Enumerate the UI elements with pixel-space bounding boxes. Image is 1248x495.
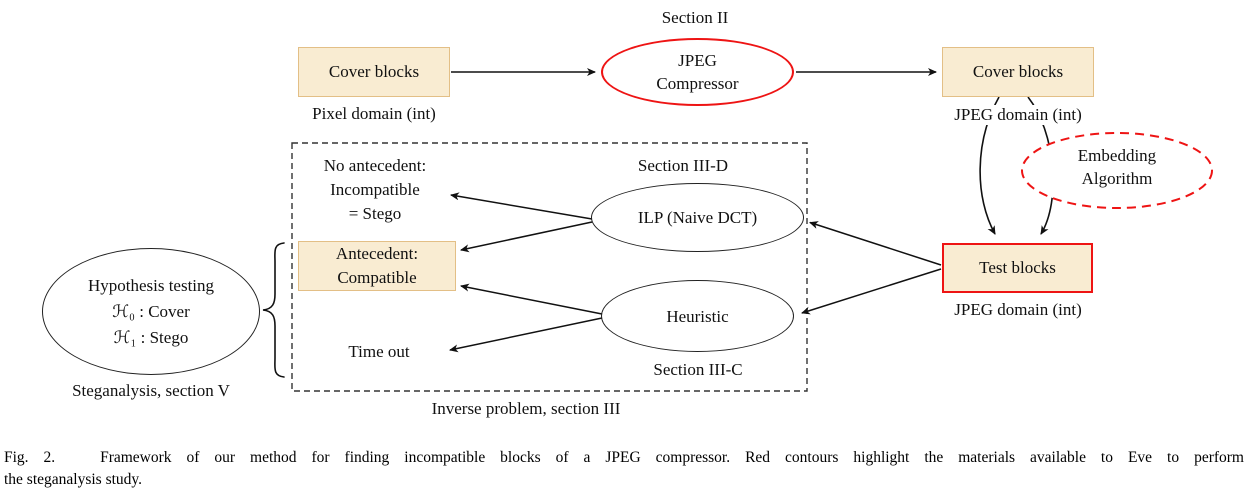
jpeg-compressor-ellipse: JPEG Compressor xyxy=(601,38,794,106)
arrow-heuristic-to-antecedent xyxy=(460,283,603,315)
arrow-test-to-ilp xyxy=(809,221,942,266)
ilp-ellipse: ILP (Naive DCT) xyxy=(591,183,804,252)
inverse-problem-caption: Inverse problem, section III xyxy=(431,399,621,418)
arrow-ilp-to-antecedent xyxy=(460,221,593,253)
no-antecedent-text: No antecedent: Incompatible = Stego xyxy=(300,154,450,226)
figure-caption-line2: the steganalysis study. xyxy=(4,471,143,488)
embedding-algorithm-text: Embedding Algorithm xyxy=(1032,144,1202,190)
inverse-problem-dashed-box xyxy=(291,142,808,392)
figure-caption-line1: Fig. 2. Framework of our method for find… xyxy=(4,449,1244,466)
figure-caption: Fig. 2. Framework of our method for find… xyxy=(4,447,1244,491)
no-antecedent-line2: Incompatible xyxy=(330,180,420,199)
hypothesis-h0: ℋ₀ : Cover xyxy=(112,301,190,321)
heuristic-label: Heuristic xyxy=(666,306,729,326)
jpeg-compressor-line1: JPEG xyxy=(678,51,717,70)
hypothesis-testing-ellipse: Hypothesis testing ℋ₀ : Cover ℋ₁ : Stego xyxy=(42,248,260,375)
embedding-line1: Embedding xyxy=(1077,146,1157,165)
steganalysis-label: Steganalysis, section V xyxy=(72,381,230,400)
arrow-ilp-to-incompatible xyxy=(450,192,593,220)
arrow-heuristic-to-timeout xyxy=(449,317,603,353)
jpeg-domain-top-label: JPEG domain (int) xyxy=(937,105,1099,125)
brace xyxy=(262,242,285,378)
antecedent-line2: Compatible xyxy=(337,268,417,287)
cover-blocks-jpeg-box: Cover blocks xyxy=(942,47,1094,97)
pixel-domain-label: Pixel domain (int) xyxy=(312,104,436,123)
section-iiid-label: Section III-D xyxy=(637,156,729,175)
test-blocks-box: Test blocks xyxy=(942,243,1093,293)
time-out-label: Time out xyxy=(348,342,410,361)
cover-blocks-pixel-label: Cover blocks xyxy=(328,62,420,81)
cover-blocks-jpeg-label: Cover blocks xyxy=(972,62,1064,81)
section-iiic-label: Section III-C xyxy=(653,360,743,379)
jpeg-compressor-line2: Compressor xyxy=(656,74,739,93)
hypothesis-h1: ℋ₁ : Stego xyxy=(113,327,189,347)
section-ii-label: Section II xyxy=(661,8,729,27)
test-blocks-label: Test blocks xyxy=(979,258,1056,277)
antecedent-line1: Antecedent: xyxy=(335,244,419,263)
antecedent-compatible-box: Antecedent: Compatible xyxy=(298,241,456,291)
cover-blocks-pixel-box: Cover blocks xyxy=(298,47,450,97)
arrow-test-to-heuristic xyxy=(801,268,942,315)
no-antecedent-line1: No antecedent: xyxy=(323,156,427,175)
embedding-algorithm-ellipse xyxy=(1021,132,1213,209)
ilp-label: ILP (Naive DCT) xyxy=(637,208,758,227)
embedding-line2: Algorithm xyxy=(1081,169,1153,188)
no-antecedent-line3: = Stego xyxy=(348,204,402,223)
jpeg-domain-bottom-label: JPEG domain (int) xyxy=(954,300,1082,319)
hypothesis-title: Hypothesis testing xyxy=(87,275,215,295)
heuristic-ellipse: Heuristic xyxy=(601,280,794,352)
